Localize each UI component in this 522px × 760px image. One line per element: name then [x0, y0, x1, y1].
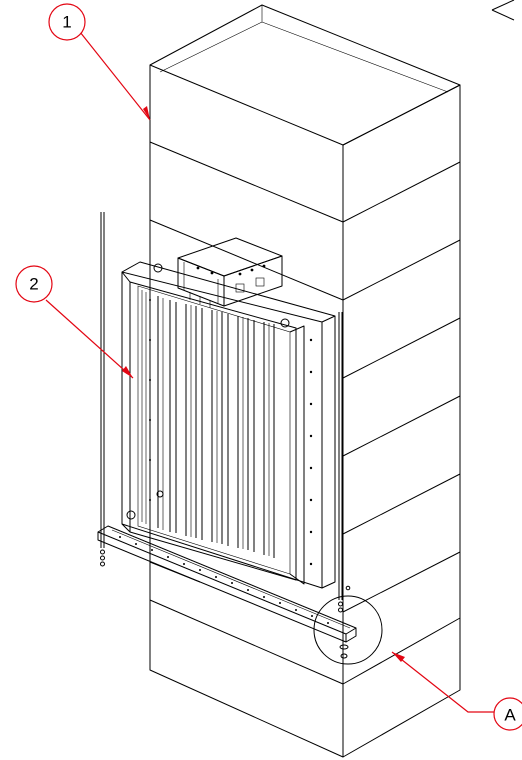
callout-1-label: 1 [62, 13, 71, 32]
sheet-corner-mark [491, 0, 515, 21]
damper-blades [157, 296, 275, 558]
support-rail [97, 525, 357, 659]
rail-slots [119, 536, 329, 624]
threaded-rod-left [100, 212, 105, 567]
frame-bolt-holes [149, 299, 313, 566]
damper-assembly [121, 237, 336, 589]
callout-a: A [391, 651, 522, 731]
duct-top-opening [149, 4, 461, 146]
duct [149, 4, 461, 758]
callout-a-label: A [504, 706, 516, 725]
callout-1: 1 [48, 3, 151, 121]
duct-front-face [149, 65, 344, 758]
callout-2-label: 2 [29, 275, 38, 294]
detail-marker-circle [313, 595, 383, 665]
callout-2: 2 [15, 265, 134, 379]
threaded-rod-right [338, 312, 343, 613]
duct-right-face [342, 84, 461, 758]
actuator-box [177, 237, 283, 308]
